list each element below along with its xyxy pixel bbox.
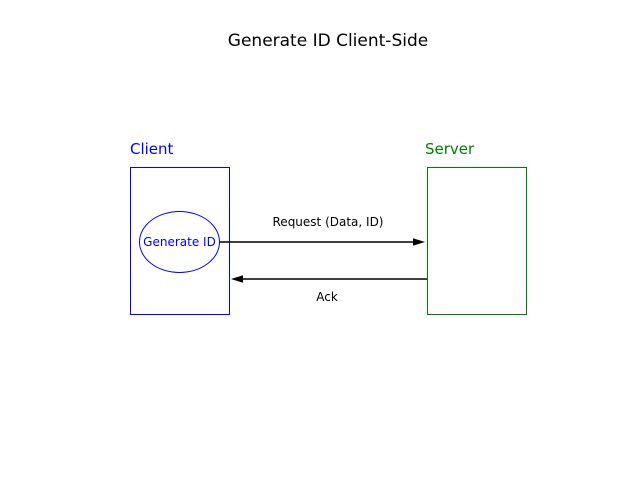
arrowhead-right-icon xyxy=(413,238,425,246)
diagram-title: Generate ID Client-Side xyxy=(227,31,429,51)
server-label: Server xyxy=(425,140,475,158)
ack-arrow xyxy=(231,275,427,283)
client-box xyxy=(130,167,230,315)
generate-id-node: Generate ID xyxy=(139,211,220,273)
ack-message-label: Ack xyxy=(316,290,338,304)
server-box xyxy=(427,167,527,315)
request-arrow xyxy=(220,238,425,246)
arrowhead-left-icon xyxy=(231,275,243,283)
request-message-label: Request (Data, ID) xyxy=(272,215,384,229)
generate-id-node-label: Generate ID xyxy=(143,235,216,249)
client-label: Client xyxy=(130,140,174,158)
